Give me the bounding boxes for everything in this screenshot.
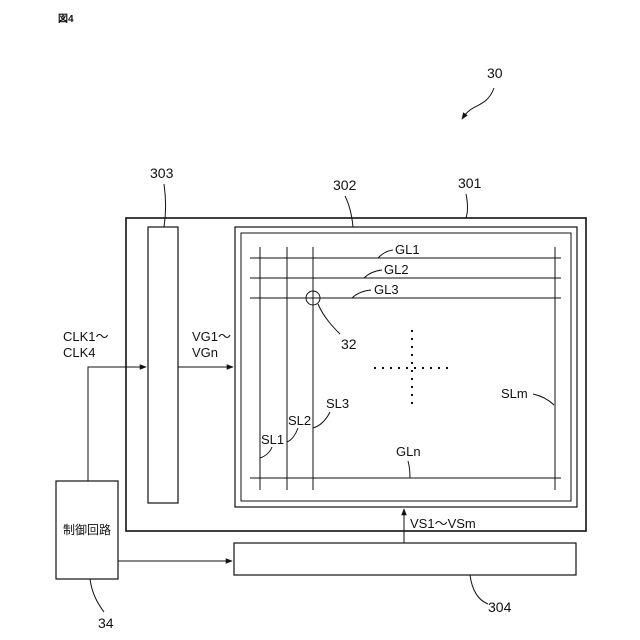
- ref-30: 30: [487, 65, 503, 81]
- sl1-leader: [260, 447, 272, 458]
- control-circuit-label: 制御回路: [63, 522, 111, 537]
- sl2-label: SL2: [288, 413, 311, 428]
- gl1-leader: [378, 250, 393, 258]
- clk-label-line2: CLK4: [63, 345, 96, 360]
- gln-leader: [408, 461, 410, 478]
- ref-303-leader: [164, 184, 166, 227]
- sl3-label: SL3: [326, 396, 349, 411]
- vs-label: VS1～VSm: [410, 516, 476, 531]
- vg-label-line2: VGn: [192, 345, 218, 360]
- sl3-leader: [313, 412, 330, 428]
- ref-304-leader: [470, 575, 488, 604]
- ref-304: 304: [488, 599, 512, 615]
- ref-30-leader-arrow: [462, 88, 494, 119]
- clk-label-line1: CLK1～: [63, 329, 109, 344]
- ref-34: 34: [98, 615, 114, 631]
- ref-301-leader: [466, 194, 468, 218]
- ref-32-leader: [318, 304, 340, 334]
- gl3-label: GL3: [374, 282, 399, 297]
- ref-301: 301: [458, 175, 482, 191]
- sl1-label: SL1: [261, 432, 284, 447]
- ref-302-leader: [345, 196, 353, 227]
- slm-leader: [533, 394, 554, 405]
- slm-label: SLm: [501, 386, 528, 401]
- gl1-label: GL1: [395, 242, 420, 257]
- gl2-label: GL2: [384, 262, 409, 277]
- display-panel-outline: [126, 218, 586, 531]
- ref-34-leader: [90, 579, 104, 612]
- gln-label: GLn: [396, 444, 421, 459]
- vg-label-line1: VG1～: [192, 329, 231, 344]
- source-driver-block: [234, 543, 576, 575]
- ref-302: 302: [333, 177, 357, 193]
- gl3-leader: [352, 290, 371, 298]
- ref-303: 303: [150, 165, 174, 181]
- clk-signal-arrow: [88, 367, 146, 481]
- figure-label: 図4: [58, 13, 74, 25]
- ref-32: 32: [341, 336, 357, 352]
- sl2-leader: [287, 428, 298, 442]
- gate-driver-block: [148, 227, 178, 503]
- gl2-leader: [364, 270, 382, 278]
